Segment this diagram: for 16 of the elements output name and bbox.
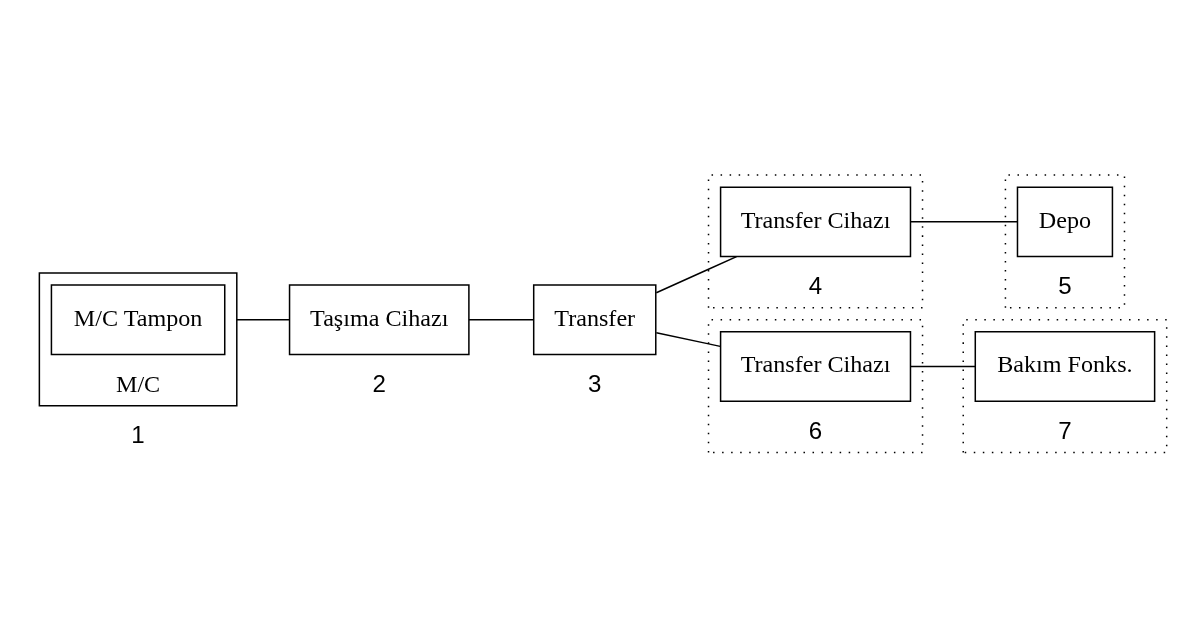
connector (910, 365, 976, 368)
node-box: Taşıma Cihazı (288, 284, 470, 356)
connector (655, 331, 721, 348)
node-box: Bakım Fonks. (974, 331, 1156, 402)
node-box: Depo (1016, 186, 1114, 258)
node-box: Transfer Cihazı (719, 186, 912, 258)
node-label: 1 (131, 421, 145, 449)
connector (468, 319, 535, 321)
node-label: 3 (588, 369, 602, 397)
node-box: Transfer Cihazı (719, 331, 912, 402)
node-label: 2 (372, 369, 386, 397)
node-box: M/C Tampon (50, 284, 226, 356)
node-box: Transfer (532, 284, 657, 356)
connector (236, 319, 291, 321)
connector (655, 255, 738, 294)
connector (910, 221, 1019, 223)
